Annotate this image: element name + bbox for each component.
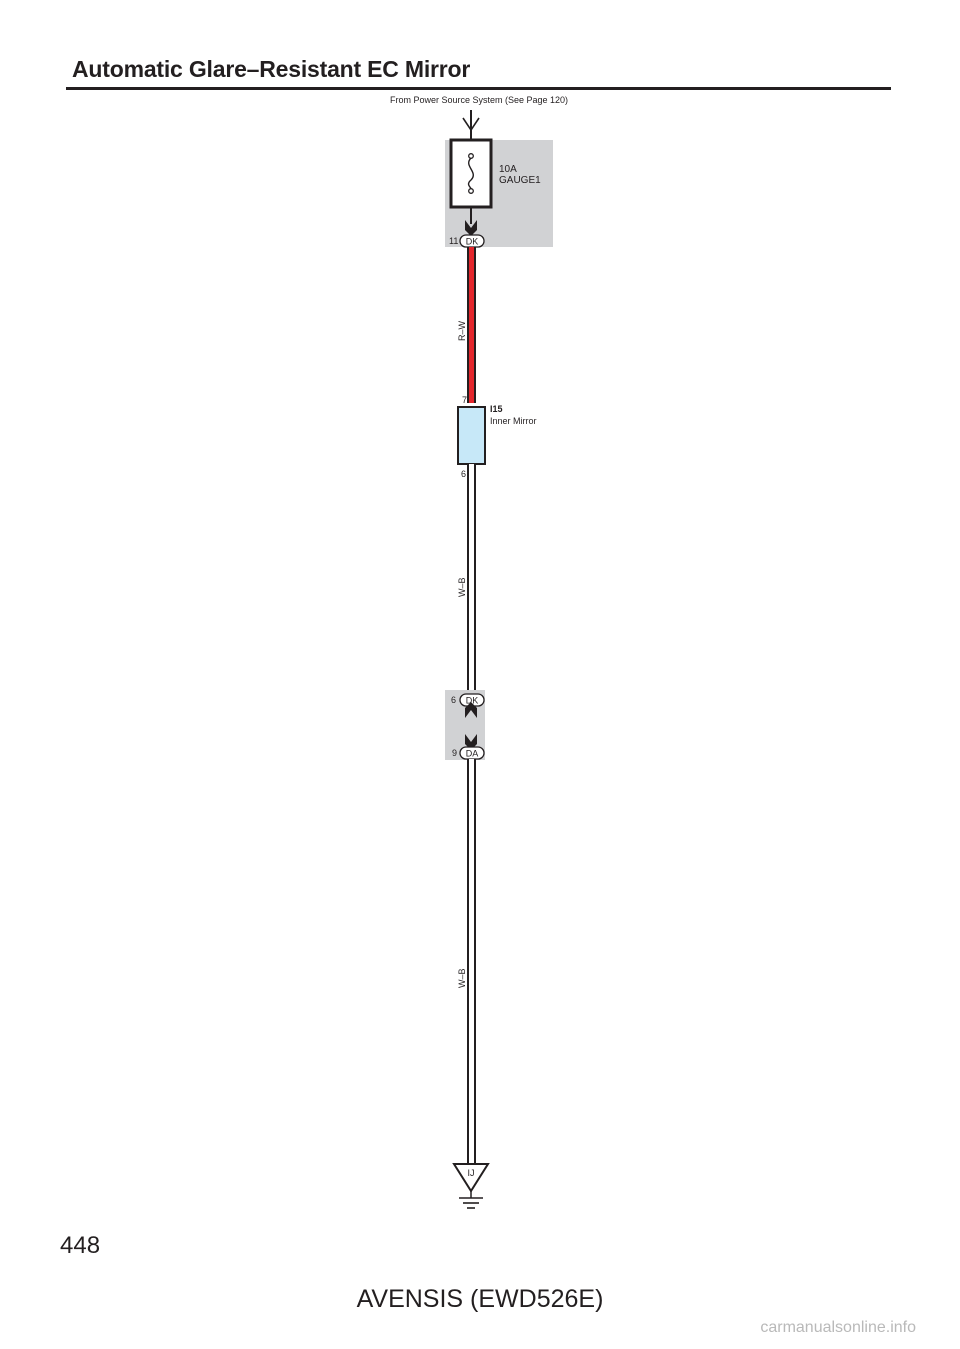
wire-r-w-label: R–W	[457, 320, 467, 341]
ground-symbol	[452, 1163, 490, 1209]
connector-up-arrow-icon	[465, 702, 477, 718]
mirror-pin-top: 7	[462, 395, 467, 405]
power-input-arrow	[462, 110, 480, 140]
wire-r-w	[467, 247, 476, 403]
fuse-rating: 10A	[499, 164, 517, 175]
ground-code: IJ	[467, 1168, 474, 1178]
wire-w-b-lower-label: W–B	[457, 968, 467, 988]
title-rule	[66, 87, 891, 90]
connector-down-arrow-icon	[465, 734, 477, 750]
wire-w-b-middle	[467, 464, 476, 695]
mirror-code: I15	[490, 404, 503, 414]
wire-w-b-lower	[467, 759, 476, 1166]
da-pin: 9	[452, 748, 457, 758]
fuse-symbol	[449, 138, 493, 209]
footer-model: AVENSIS (EWD526E)	[356, 1285, 604, 1313]
dk-bottom-pin: 6	[451, 695, 456, 705]
fuse-name: GAUGE1	[499, 175, 541, 186]
inner-mirror-component	[457, 406, 486, 465]
wire-w-b-middle-label: W–B	[457, 577, 467, 597]
dk-bottom-code: DK	[466, 696, 479, 706]
power-source-label: From Power Source System (See Page 120)	[390, 95, 568, 105]
page-number: 448	[60, 1232, 101, 1259]
mirror-name: Inner Mirror	[490, 416, 537, 426]
dk-top-code: DK	[466, 237, 479, 247]
mirror-pin-bottom: 6	[461, 469, 466, 479]
da-code: DA	[466, 749, 479, 759]
page-title: Automatic Glare–Resistant EC Mirror	[72, 56, 471, 82]
dk-top-pin: 11	[449, 236, 458, 246]
connector-arrow-icon	[465, 220, 477, 236]
watermark: carmanualsonline.info	[760, 1319, 916, 1336]
